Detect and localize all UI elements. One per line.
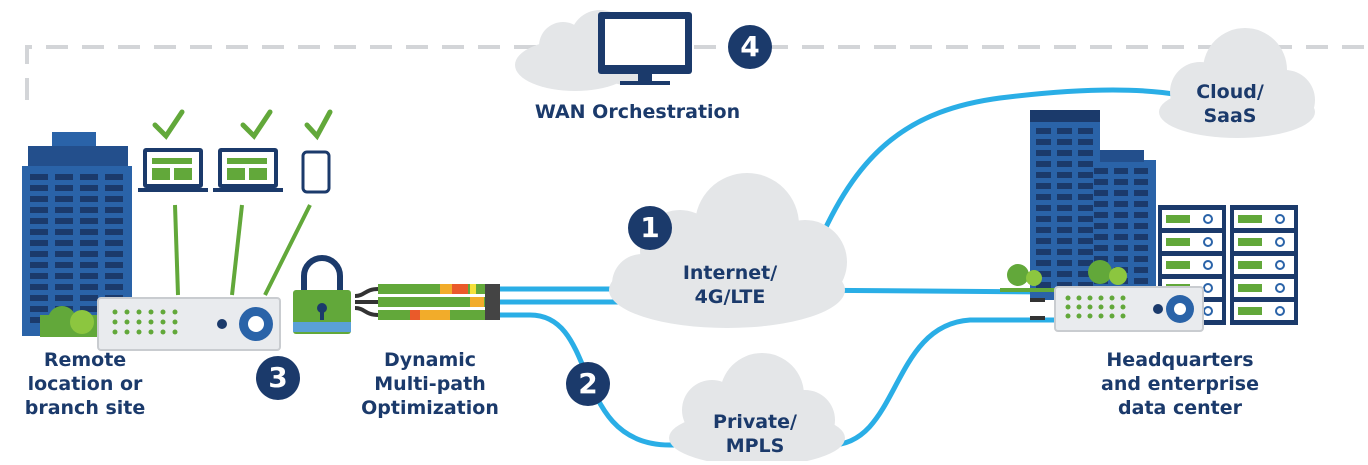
badge-4: 4 [728, 25, 772, 69]
checkmark-icons [152, 109, 333, 141]
saas-cloud [1159, 28, 1315, 138]
device-links [173, 204, 312, 296]
laptop-icon-2 [213, 148, 283, 192]
badge-2: 2 [566, 362, 610, 406]
hq-appliance [1030, 286, 1204, 332]
lock-icon [293, 255, 351, 334]
branch-appliance [97, 297, 281, 351]
orchestration-dashed-line [25, 45, 1368, 100]
monitor-icon [598, 12, 692, 85]
laptop-icon-1 [138, 148, 208, 192]
badge-3: 3 [256, 356, 300, 400]
cloud-saas-path [817, 87, 1181, 242]
private-label: Private/MPLS [713, 411, 797, 457]
internet-label: Internet/4G/LTE [682, 262, 778, 308]
internet-cloud [609, 173, 847, 328]
multipath-tunnels [354, 284, 500, 320]
wan-orchestration-label: WAN Orchestration [534, 101, 741, 123]
private-hq-path [829, 317, 1055, 448]
phone-icon [301, 150, 331, 194]
cloud-saas-label: Cloud/SaaS [1196, 81, 1264, 127]
private-cloud [669, 353, 845, 465]
badge-1: 1 [628, 206, 672, 250]
